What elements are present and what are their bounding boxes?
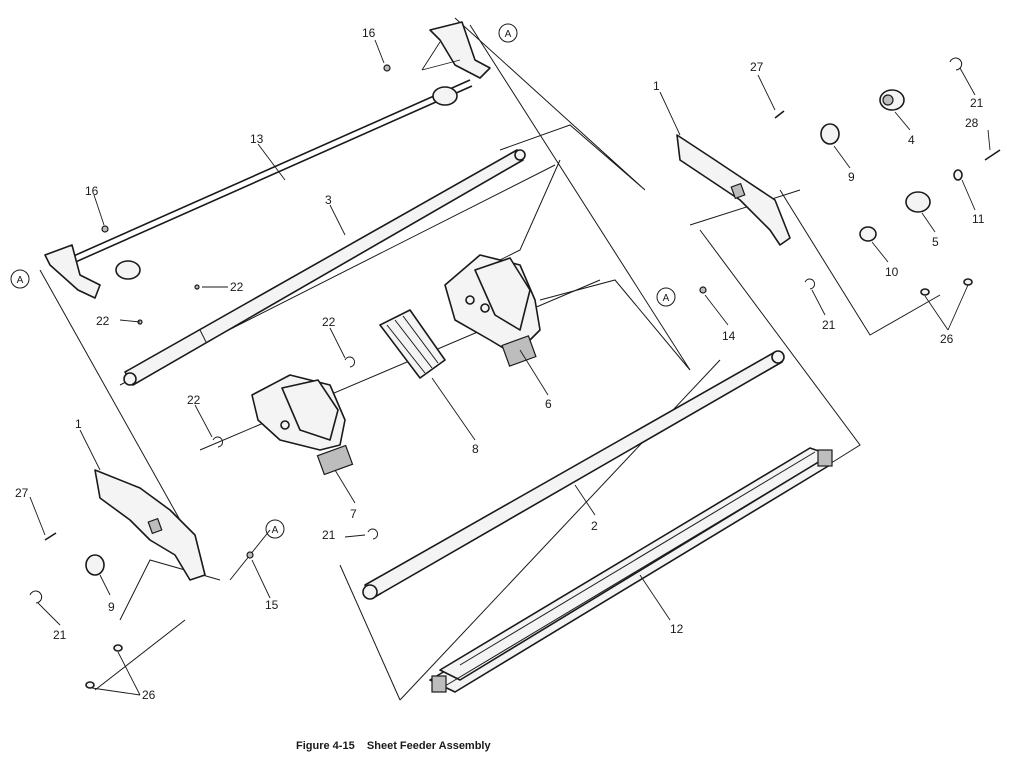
label-16-top: 16 xyxy=(362,26,376,40)
part-12-guide-tray xyxy=(429,447,833,693)
label-21-top: 21 xyxy=(970,96,984,110)
part-1-right-frame xyxy=(676,134,791,246)
label-22-c: 22 xyxy=(322,315,336,329)
figure-caption: Figure 4-15 Sheet Feeder Assembly xyxy=(296,740,491,752)
label-7: 7 xyxy=(350,507,357,521)
label-2: 2 xyxy=(591,519,598,533)
label-21-mid: 21 xyxy=(822,318,836,332)
part-number-labels: 16 13 3 16 22 22 22 22 1 27 21 4 28 9 11… xyxy=(15,26,985,702)
svg-text:A: A xyxy=(505,29,512,40)
part-2-roller xyxy=(362,350,785,600)
svg-text:A: A xyxy=(663,293,670,304)
label-26-left: 26 xyxy=(142,688,156,702)
part-13-upper-shaft xyxy=(44,21,491,299)
label-26-right: 26 xyxy=(940,332,954,346)
label-9-left: 9 xyxy=(108,600,115,614)
label-5: 5 xyxy=(932,235,939,249)
label-27-left: 27 xyxy=(15,486,29,500)
label-21-left: 21 xyxy=(53,628,67,642)
label-21-bottom: 21 xyxy=(322,528,336,542)
label-13: 13 xyxy=(250,132,264,146)
label-8: 8 xyxy=(472,442,479,456)
label-22-d: 22 xyxy=(187,393,201,407)
part-3-rod xyxy=(123,149,526,386)
label-9-right: 9 xyxy=(848,170,855,184)
leader-lines xyxy=(29,39,991,696)
label-11: 11 xyxy=(972,212,985,226)
part-8-belt xyxy=(379,309,446,379)
svg-text:A: A xyxy=(17,275,24,286)
label-28: 28 xyxy=(965,116,979,130)
hardware-parts xyxy=(29,57,1001,689)
ref-circle-left: A xyxy=(10,269,30,289)
label-22-a: 22 xyxy=(230,280,244,294)
ref-circle-top: A xyxy=(498,23,518,43)
svg-text:A: A xyxy=(272,525,279,536)
part-7-left-tractor xyxy=(251,374,354,476)
ref-circle-mid: A xyxy=(656,287,676,307)
ref-circle-bottom: A xyxy=(265,519,285,539)
label-12: 12 xyxy=(670,622,684,636)
label-22-b: 22 xyxy=(96,314,110,328)
part-6-right-tractor xyxy=(444,254,541,367)
label-14: 14 xyxy=(722,329,736,343)
label-10: 10 xyxy=(885,265,899,279)
label-3: 3 xyxy=(325,193,332,207)
label-6: 6 xyxy=(545,397,552,411)
label-1-right: 1 xyxy=(653,79,660,93)
label-16-left: 16 xyxy=(85,184,99,198)
part-1-left-frame xyxy=(94,469,206,581)
label-1-left: 1 xyxy=(75,417,82,431)
label-27-right: 27 xyxy=(750,60,764,74)
label-4: 4 xyxy=(908,133,915,147)
label-15: 15 xyxy=(265,598,279,612)
